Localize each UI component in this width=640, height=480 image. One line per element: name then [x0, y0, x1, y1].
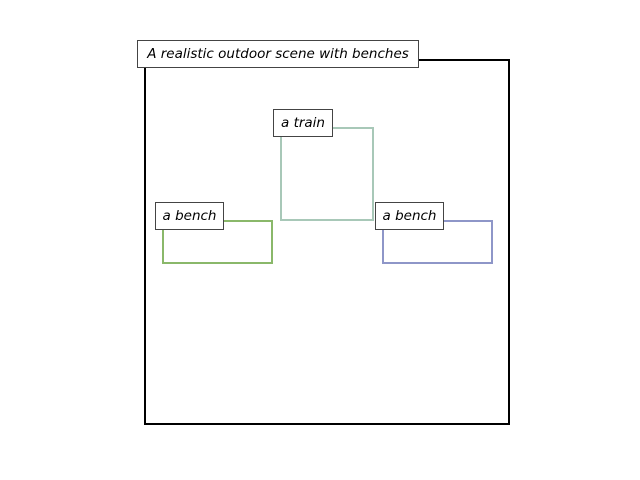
scene-caption: A realistic outdoor scene with benches [137, 40, 419, 68]
train-label: a train [273, 109, 333, 137]
bench-right-label: a bench [375, 202, 444, 230]
bench-left-label: a bench [155, 202, 224, 230]
train-bounding-box [280, 127, 374, 221]
